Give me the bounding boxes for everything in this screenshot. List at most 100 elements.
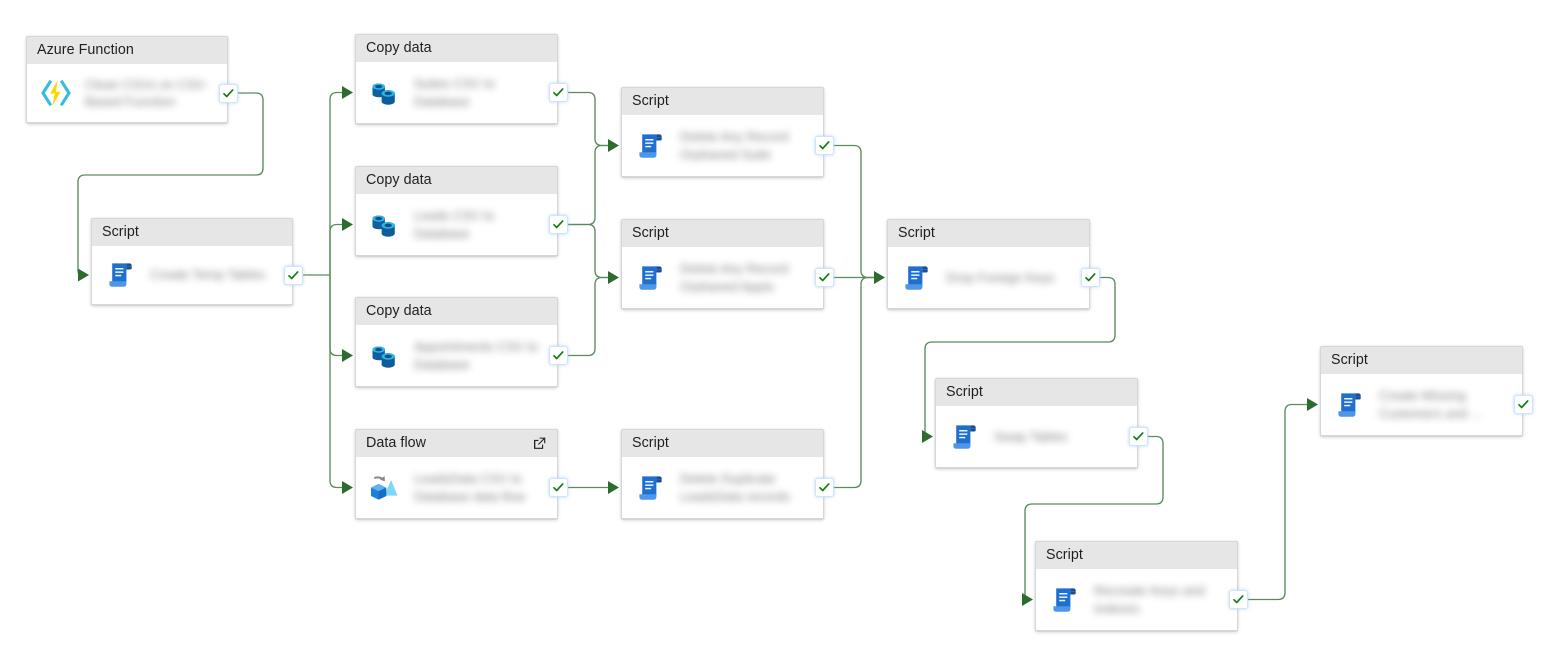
check-icon <box>552 481 565 494</box>
node-body[interactable]: Delete Any Record Orphaned Appts <box>622 247 823 308</box>
node-header[interactable]: Script <box>622 430 823 457</box>
open-in-new-icon[interactable] <box>531 435 548 452</box>
node-type-label: Script <box>946 384 983 401</box>
node-body[interactable]: Create Missing Customers and ... <box>1321 374 1522 435</box>
script-icon <box>634 261 668 295</box>
check-icon <box>1132 430 1145 443</box>
node-type-label: Script <box>1331 352 1368 369</box>
check-icon <box>1517 398 1530 411</box>
edge-arrow-copy-data-appointments <box>342 349 353 362</box>
edge-arrow-script-delete-suites <box>608 139 619 152</box>
check-icon <box>552 86 565 99</box>
node-type-label: Data flow <box>366 435 427 452</box>
node-header[interactable]: Script <box>936 379 1137 406</box>
edge-create-temp-tables-to-copy-data-appointments <box>329 274 351 357</box>
edge-arrow-data-flow-leadsdata <box>342 481 353 494</box>
node-header[interactable]: Copy data <box>356 35 557 62</box>
script-icon <box>1048 583 1082 617</box>
node-type-label: Script <box>632 435 669 452</box>
node-header[interactable]: Data flow <box>356 430 557 457</box>
node-body[interactable]: Suites CSV to Database <box>356 62 557 123</box>
node-body[interactable]: Create Temp Tables <box>92 246 292 304</box>
edge-recreate-keys-to-create-missing <box>1246 403 1316 601</box>
node-body[interactable]: Clean CSVs on CSV-Based Function <box>27 64 227 122</box>
node-header[interactable]: Script <box>888 220 1089 247</box>
node-body[interactable]: Recreate Keys and Indexes <box>1036 569 1237 630</box>
check-icon <box>1232 593 1245 606</box>
check-icon <box>552 218 565 231</box>
status-badge-script-create-missing[interactable] <box>1515 396 1532 413</box>
node-activity-name: Create Missing Customers and ... <box>1379 388 1482 421</box>
node-header[interactable]: Script <box>1036 542 1237 569</box>
status-badge-script-delete-appts[interactable] <box>816 269 833 286</box>
edge-script-delete-suites-to-script-drop-foreign-keys <box>832 144 883 279</box>
node-body[interactable]: Drop Foreign Keys <box>888 247 1089 308</box>
status-badge-script-drop-foreign-keys[interactable] <box>1082 269 1099 286</box>
status-badge-script-recreate-keys[interactable] <box>1230 591 1247 608</box>
node-header[interactable]: Script <box>92 219 292 246</box>
node-type-label: Script <box>898 225 935 242</box>
node-type-label: Copy data <box>366 40 432 57</box>
edge-arrow-script-drop-foreign-keys <box>874 271 885 284</box>
node-activity-name: Suites CSV to Database <box>414 76 495 109</box>
node-body[interactable]: LeadsData CSV to Database data flow <box>356 457 557 518</box>
status-badge-copy-data-appointments[interactable] <box>550 347 567 364</box>
status-badge-script-delete-suites[interactable] <box>816 137 833 154</box>
check-icon <box>1084 271 1097 284</box>
node-body[interactable]: Swap Tables <box>936 406 1137 467</box>
check-icon <box>222 87 235 100</box>
edge-arrow-create-temp-tables <box>78 268 89 282</box>
node-activity-name: Delete Any Record Orphaned Appts <box>680 261 789 294</box>
node-type-label: Script <box>102 224 139 241</box>
node-type-label: Azure Function <box>37 42 134 59</box>
node-header[interactable]: Copy data <box>356 167 557 194</box>
edge-arrow-copy-data-leads <box>342 218 353 231</box>
status-badge-script-create-temp-tables[interactable] <box>285 266 302 284</box>
node-type-label: Copy data <box>366 303 432 320</box>
node-header[interactable]: Script <box>622 220 823 247</box>
node-body[interactable]: Delete Duplicate LeadsData records <box>622 457 823 518</box>
status-badge-azure-function-1[interactable] <box>220 84 237 102</box>
edge-arrow-script-delete-appts <box>608 271 619 284</box>
node-header[interactable]: Azure Function <box>27 37 227 64</box>
status-badge-copy-data-leads[interactable] <box>550 216 567 233</box>
node-header[interactable]: Script <box>1321 347 1522 374</box>
check-icon <box>287 269 300 282</box>
node-body[interactable]: Leads CSV to Database <box>356 194 557 255</box>
node-activity-name: Swap Tables <box>994 428 1068 444</box>
edge-arrow-script-swap-tables <box>922 430 933 443</box>
edge-arrow-copy-data-suites <box>342 86 353 99</box>
status-badge-script-delete-duplicate[interactable] <box>816 479 833 496</box>
node-header[interactable]: Copy data <box>356 298 557 325</box>
node-header[interactable]: Script <box>622 88 823 115</box>
edge-arrow-script-create-missing <box>1307 398 1318 411</box>
status-badge-data-flow-leadsdata[interactable] <box>550 479 567 496</box>
node-body[interactable]: Delete Any Record Orphaned Suite <box>622 115 823 176</box>
copy-data-icon <box>368 208 402 242</box>
script-icon <box>634 471 668 505</box>
edge-copy-data-appointments-to-script-delete-appts <box>566 276 617 357</box>
status-badge-copy-data-suites[interactable] <box>550 84 567 101</box>
check-icon <box>818 481 831 494</box>
node-activity-name: Drop Foreign Keys <box>946 269 1055 285</box>
node-activity-name: Delete Any Record Orphaned Suite <box>680 129 789 162</box>
edge-create-temp-tables-to-data-flow-leadsdata <box>329 274 351 489</box>
node-activity-name: LeadsData CSV to Database data flow <box>414 471 526 504</box>
status-badge-script-swap-tables[interactable] <box>1130 428 1147 445</box>
edge-copy-data-leads-to-script-delete-appts <box>566 223 617 279</box>
node-body[interactable]: Appointments CSV to Database <box>356 325 557 386</box>
